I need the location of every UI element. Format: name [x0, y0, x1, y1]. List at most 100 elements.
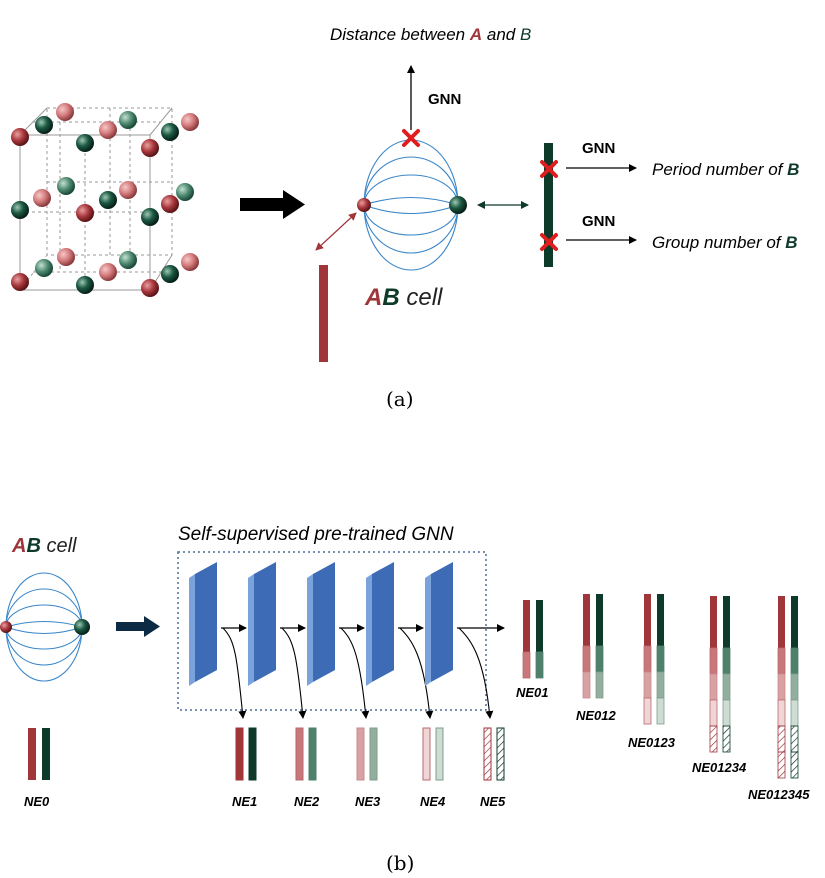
concat-stack-2 — [582, 594, 604, 699]
concat-green-ne4 — [722, 725, 731, 753]
concat-green-ne0 — [723, 596, 730, 648]
crystal-atoms — [11, 103, 199, 297]
panel-b: AB cell Self-supervised pre-trained GNN … — [0, 524, 810, 875]
ne1-red-bar — [235, 727, 244, 781]
layer-output-arrow — [458, 627, 494, 719]
embedding-vector-b — [544, 143, 553, 267]
ab-cell-graph-b — [5, 572, 83, 682]
gnn-top-label: GNN — [428, 91, 461, 108]
concat-green-ne0 — [791, 596, 798, 648]
ne3-label: NE3 — [355, 794, 381, 809]
ne5-red-bar — [483, 727, 492, 781]
ab-cell-graph-a — [363, 139, 459, 271]
concat-green-ne0 — [657, 594, 664, 646]
ne3-green-bar — [369, 727, 378, 781]
ne3-red-bar — [356, 727, 365, 781]
concat-green-ne1 — [722, 647, 731, 675]
concat-red-ne1 — [582, 645, 591, 673]
ne0-green-bar — [42, 728, 50, 780]
transform-arrow-b — [116, 616, 160, 637]
concat-green-ne0 — [536, 600, 543, 652]
ne1-label: NE1 — [232, 794, 257, 809]
gnn-layer-5 — [425, 562, 453, 686]
concat-red-ne0 — [644, 594, 651, 646]
ne2-red-bar — [295, 727, 304, 781]
red-cross-group — [540, 233, 558, 251]
layer-output-arrow — [281, 627, 307, 719]
concat-green-ne2 — [595, 671, 604, 699]
ne0-red-bar — [28, 728, 36, 780]
embedding-vector-a — [319, 265, 328, 362]
atom-a-link — [315, 212, 357, 251]
concat-red-ne1 — [522, 651, 531, 679]
concat-red-ne0 — [710, 596, 717, 648]
concat-red-ne4 — [709, 725, 718, 753]
concat-red-ne2 — [709, 673, 718, 701]
distance-label: Distance between A and B — [330, 25, 531, 44]
concat-red-ne3 — [777, 699, 786, 727]
ab-cell-label-b: AB cell — [11, 535, 77, 557]
ab-cell-label-a: AB cell — [364, 284, 443, 311]
concat-stack-3 — [643, 594, 665, 725]
concat-green-ne5 — [790, 751, 799, 779]
transform-arrow-a — [240, 190, 305, 219]
concat-stack-1 — [522, 600, 544, 679]
layer-output-arrow — [340, 627, 370, 719]
concat-green-ne3 — [656, 697, 665, 725]
concat-green-ne2 — [790, 673, 799, 701]
concat-red-ne0 — [583, 594, 590, 646]
atom-b-node — [449, 196, 467, 214]
group-label: Group number of B — [652, 233, 798, 252]
concat-red-ne1 — [709, 647, 718, 675]
gnn-layer-3 — [307, 562, 335, 686]
concat-green-ne1 — [535, 651, 544, 679]
gnn-layer-2 — [248, 562, 276, 686]
ne012-label: NE012 — [576, 708, 617, 723]
concat-red-ne2 — [643, 671, 652, 699]
atom-b-node-b — [74, 619, 90, 635]
concat-stack-5 — [777, 596, 799, 779]
layer-output-arrow — [399, 627, 434, 719]
caption-b: (b) — [386, 851, 414, 875]
atom-a-node — [357, 198, 371, 212]
ne1-green-bar — [248, 727, 257, 781]
red-cross-period — [540, 160, 558, 178]
ne2-green-bar — [308, 727, 317, 781]
ne01234-label: NE01234 — [692, 760, 747, 775]
atom-a-node-b — [0, 621, 12, 633]
concat-green-ne3 — [790, 699, 799, 727]
gnn-layer-4 — [366, 562, 394, 686]
caption-a: (a) — [386, 387, 414, 411]
concat-green-ne2 — [722, 673, 731, 701]
concat-red-ne0 — [523, 600, 530, 652]
concat-green-ne1 — [656, 645, 665, 673]
concat-red-ne1 — [643, 645, 652, 673]
concat-red-ne2 — [582, 671, 591, 699]
concat-green-ne0 — [596, 594, 603, 646]
ne012345-label: NE012345 — [748, 787, 810, 802]
concat-green-ne1 — [595, 645, 604, 673]
panel-a: GNN Distance between A and B AB cell GNN… — [11, 25, 799, 411]
gnn-layers — [189, 562, 505, 719]
ne01-label: NE01 — [516, 685, 549, 700]
ne0123-label: NE0123 — [628, 735, 676, 750]
concat-stack-4 — [709, 596, 731, 753]
ne-embeddings — [235, 727, 505, 781]
period-label: Period number of B — [652, 160, 799, 179]
red-cross-top — [402, 129, 420, 147]
layer-output-arrow — [222, 627, 247, 719]
concat-green-ne1 — [790, 647, 799, 675]
gnn-layer-1 — [189, 562, 217, 686]
gnn-box — [177, 551, 487, 711]
concat-red-ne5 — [777, 751, 786, 779]
concat-red-ne3 — [643, 697, 652, 725]
ne0-label: NE0 — [24, 794, 50, 809]
concat-green-ne4 — [790, 725, 799, 753]
gnn-group-label: GNN — [582, 213, 615, 230]
concat-embeddings — [522, 594, 799, 779]
concat-red-ne2 — [777, 673, 786, 701]
ne2-label: NE2 — [294, 794, 320, 809]
concat-red-ne4 — [777, 725, 786, 753]
concat-red-ne0 — [778, 596, 785, 648]
